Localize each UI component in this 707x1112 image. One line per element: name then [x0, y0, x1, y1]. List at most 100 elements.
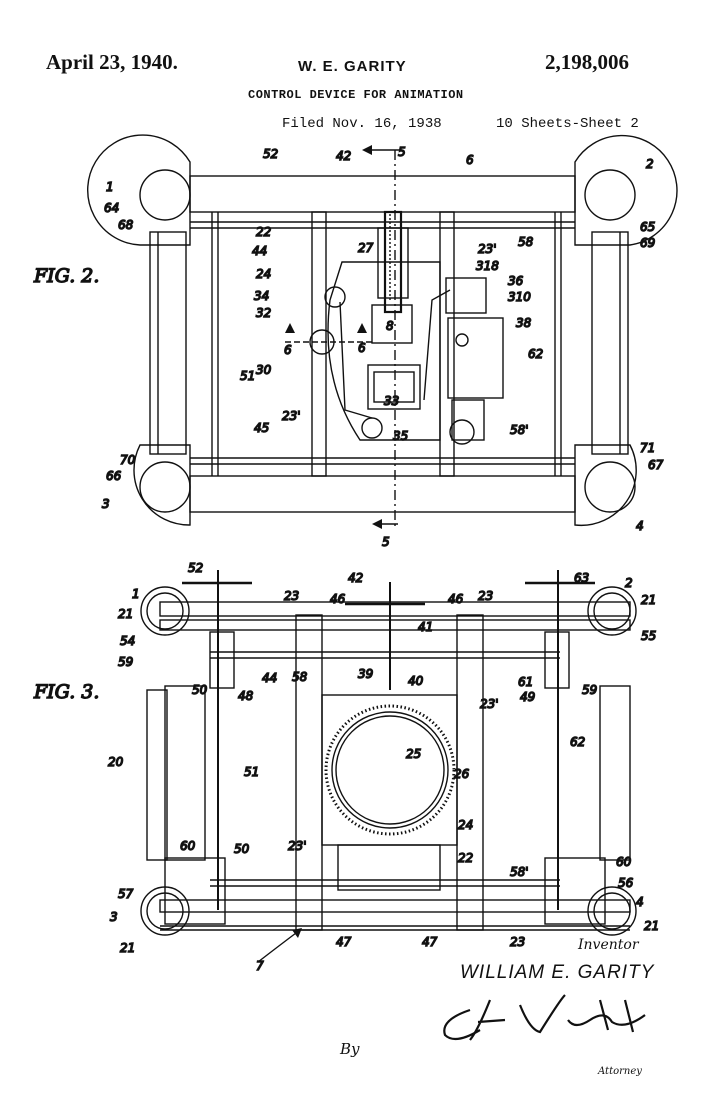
ref-numeral: 71 — [640, 441, 655, 455]
ref-numeral: 51 — [240, 369, 255, 383]
inventor-header: W. E. GARITY — [298, 58, 407, 75]
section-arrows — [257, 145, 400, 963]
fig2-drawing — [87, 134, 678, 527]
ref-numeral: 23' — [282, 409, 301, 423]
ref-numeral: 68 — [118, 218, 134, 232]
fig3-reference-numerals: 52 42 63 1 2 21 21 23 46 46 23 41 54 55 … — [107, 560, 660, 973]
ref-numeral: 33 — [384, 394, 399, 408]
ref-numeral: 21 — [120, 941, 135, 955]
ref-numeral: 69 — [640, 236, 655, 250]
ref-numeral: 36 — [508, 274, 524, 288]
ref-numeral: 70 — [120, 453, 136, 467]
ref-numeral: 23' — [480, 697, 499, 711]
ref-numeral: 58 — [518, 235, 534, 249]
ref-numeral: 22 — [458, 851, 473, 865]
patent-number: 2,198,006 — [545, 50, 629, 74]
ref-numeral: 8 — [386, 319, 394, 333]
ref-numeral: 58' — [510, 423, 529, 437]
by-label: By — [340, 1040, 360, 1058]
ref-numeral: 34 — [254, 289, 269, 303]
ref-numeral: 3 — [102, 497, 110, 511]
ref-numeral: 51 — [244, 765, 259, 779]
ref-numeral: 20 — [108, 755, 124, 769]
ref-numeral: 41 — [418, 620, 433, 634]
fig2-reference-numerals: 52 42 5 6 2 1 64 68 65 69 44 22 27 23' 5… — [101, 144, 664, 549]
ref-numeral: 22 — [256, 225, 271, 239]
ref-numeral: 2 — [625, 576, 633, 590]
ref-numeral: 25 — [406, 747, 421, 761]
ref-numeral: 5 — [382, 535, 390, 549]
fig3-drawing — [140, 570, 637, 936]
ref-numeral: 60 — [616, 855, 632, 869]
ref-numeral: 52 — [263, 147, 278, 161]
ref-numeral: 54 — [120, 634, 135, 648]
ref-numeral: 1 — [132, 587, 140, 601]
ref-numeral: 21 — [118, 607, 133, 621]
ref-numeral: 39 — [358, 667, 373, 681]
ref-numeral: 46 — [448, 592, 464, 606]
ref-numeral: 23' — [478, 242, 497, 256]
ref-numeral: 60 — [180, 839, 196, 853]
ref-numeral: 50 — [234, 842, 250, 856]
patent-date: April 23, 1940. — [46, 50, 178, 74]
ref-numeral: 52 — [188, 561, 203, 575]
ref-numeral: 50 — [192, 683, 208, 697]
ref-numeral: 1 — [106, 180, 114, 194]
ref-numeral: 40 — [408, 674, 424, 688]
ref-numeral: 47 — [422, 935, 438, 949]
ref-numeral: 61 — [518, 675, 533, 689]
ref-numeral: 47 — [336, 935, 352, 949]
ref-numeral: 45 — [254, 421, 269, 435]
ref-numeral: 58 — [292, 670, 308, 684]
ref-numeral: 59 — [582, 683, 597, 697]
inventor-label: Inventor — [578, 937, 639, 953]
ref-numeral: 27 — [358, 241, 374, 255]
ref-numeral: 310 — [508, 290, 531, 304]
ref-numeral: 6 — [284, 343, 292, 357]
ref-numeral: 26 — [454, 767, 470, 781]
ref-numeral: 42 — [348, 571, 363, 585]
ref-numeral: 6 — [358, 341, 366, 355]
ref-numeral: 44 — [262, 671, 277, 685]
ref-numeral: 63 — [574, 571, 589, 585]
ref-numeral: 3 — [110, 910, 118, 924]
ref-numeral: 35 — [393, 429, 408, 443]
fig3-label: FIG. 3. — [33, 681, 99, 703]
ref-numeral: 2 — [646, 157, 654, 171]
ref-numeral: 66 — [106, 469, 122, 483]
ref-numeral: 58' — [510, 865, 529, 879]
sheet-number: 10 Sheets-Sheet 2 — [496, 116, 639, 132]
patent-title: CONTROL DEVICE FOR ANIMATION — [248, 88, 464, 102]
attorney-label: Attorney — [598, 1066, 642, 1077]
ref-numeral: 64 — [104, 201, 119, 215]
ref-numeral: 4 — [636, 519, 644, 533]
ref-numeral: 49 — [520, 690, 535, 704]
attorney-signature — [443, 994, 646, 1041]
ref-numeral: 23 — [478, 589, 493, 603]
ref-numeral: 23 — [510, 935, 525, 949]
ref-numeral: 62 — [570, 735, 585, 749]
ref-numeral: 55 — [641, 629, 656, 643]
ref-numeral: 46 — [330, 592, 346, 606]
ref-numeral: 30 — [256, 363, 272, 377]
ref-numeral: 21 — [641, 593, 656, 607]
ref-numeral: 24 — [458, 818, 473, 832]
ref-numeral: 42 — [336, 149, 351, 163]
ref-numeral: 21 — [644, 919, 659, 933]
ref-numeral: 67 — [648, 458, 664, 472]
ref-numeral: 318 — [476, 259, 499, 273]
ref-numeral: 56 — [618, 876, 634, 890]
filed-date: Filed Nov. 16, 1938 — [282, 116, 442, 132]
ref-numeral: 32 — [256, 306, 271, 320]
ref-numeral: 23 — [284, 589, 299, 603]
ref-numeral: 44 — [252, 244, 267, 258]
ref-numeral: 48 — [238, 689, 254, 703]
ref-numeral: 65 — [640, 220, 655, 234]
ref-numeral: 57 — [118, 887, 134, 901]
ref-numeral: 24 — [256, 267, 271, 281]
ref-numeral: 59 — [118, 655, 133, 669]
ref-numeral: 38 — [516, 316, 532, 330]
ref-numeral: 23' — [288, 839, 307, 853]
ref-numeral: 7 — [256, 959, 264, 973]
